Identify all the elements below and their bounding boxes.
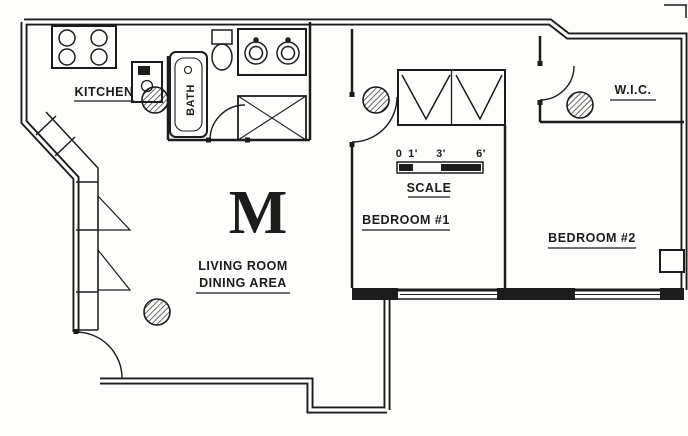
- bathtub-icon: [169, 51, 208, 138]
- vanity-sinks-icon: [244, 37, 300, 65]
- entry-door-swing-icon: [75, 331, 123, 379]
- faucet-icon: [138, 66, 150, 75]
- scale-bar-outline: [396, 161, 484, 174]
- scale-bar-segment: [441, 164, 481, 171]
- ceiling-fixture-icon: [143, 298, 171, 326]
- scale-label: SCALE: [407, 181, 452, 195]
- scale-bar: 0 1' 3' 6' SCALE: [396, 148, 486, 198]
- unit-type-mark: M: [229, 179, 288, 247]
- wic-label: W.I.C.: [614, 83, 651, 97]
- wall-chase-notch: [659, 249, 685, 273]
- vanity-counter-icon: [237, 28, 307, 76]
- bath-fixtures: [169, 28, 307, 141]
- bedroom1-closet: [397, 69, 506, 126]
- living-room-label: LIVING ROOM: [198, 259, 288, 273]
- cabinet-door-swing-icon: [97, 194, 132, 291]
- bath-label: BATH: [185, 84, 197, 116]
- bedroom2-label: BEDROOM #2: [548, 231, 636, 245]
- ceiling-fixture-icon: [141, 86, 169, 114]
- bedroom-window-wall: [352, 249, 685, 300]
- dining-area-label: DINING AREA: [199, 276, 287, 290]
- scale-tick-1: 1': [408, 148, 418, 160]
- stove-icon: [51, 25, 117, 69]
- toilet-tank-icon: [211, 29, 233, 45]
- exterior-wall-outline: [20, 18, 688, 414]
- kitchen-counter: [35, 111, 99, 331]
- page-corner-mark: [664, 4, 687, 18]
- ceiling-fixture-icon: [362, 86, 390, 114]
- room-labels: KITCHEN BATH W.I.C. M LIVING ROOM DINING…: [74, 83, 656, 294]
- tub-drain-icon: [183, 65, 193, 75]
- scale-bar-segment: [399, 164, 413, 171]
- linen-closet-icon: [237, 95, 307, 141]
- kitchen-fixtures: [35, 25, 163, 331]
- ceiling-fixture-icon: [566, 91, 594, 119]
- bathtub-inner-icon: [174, 57, 203, 132]
- scale-tick-3: 3': [436, 148, 446, 160]
- wic-door-swing-icon: [539, 65, 575, 101]
- exterior-walls: [20, 4, 688, 414]
- door-swings: [75, 65, 575, 379]
- bedroom1-door-swing-icon: [351, 96, 398, 143]
- scale-tick-0: 0: [396, 148, 403, 160]
- ceiling-fixtures: [141, 86, 594, 326]
- window-wall-solid-segments: [352, 288, 684, 300]
- bath-door-swing-icon: [209, 104, 246, 141]
- kitchen-label: KITCHEN: [74, 85, 133, 99]
- stove-burners-icon: [58, 29, 108, 66]
- scale-tick-6: 6': [476, 148, 486, 160]
- toilet-bowl-icon: [211, 43, 233, 71]
- bedroom1-label: BEDROOM #1: [362, 213, 450, 227]
- interior-walls: [73, 22, 684, 334]
- exterior-wall-core: [22, 20, 686, 412]
- bifold-door-icon: [401, 74, 503, 121]
